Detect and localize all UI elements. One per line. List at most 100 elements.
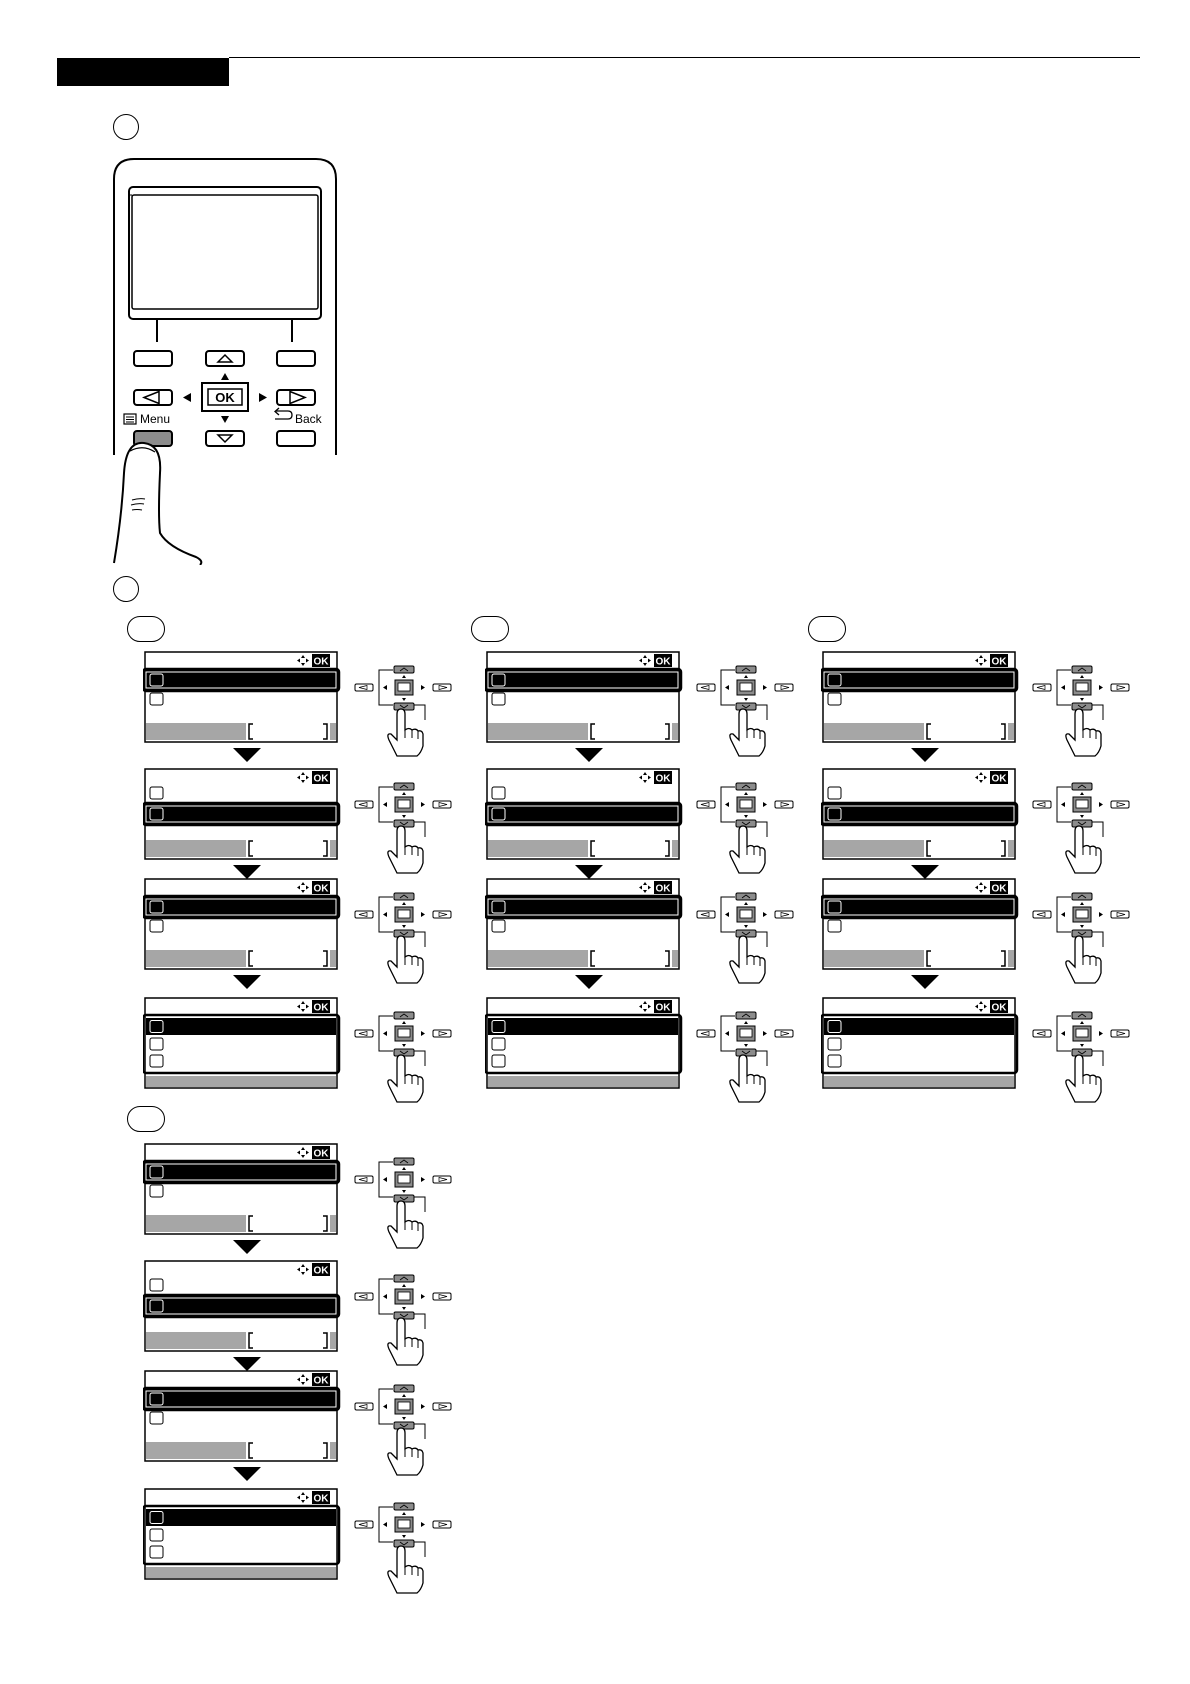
ok-badge: OK: [312, 881, 330, 895]
ok-key[interactable]: OK: [201, 382, 249, 412]
lcd-screen: OK: [143, 997, 341, 1089]
pointing-hand-icon: [387, 1317, 424, 1366]
keypad-diagram: [696, 1011, 794, 1103]
triangle-down-icon: [233, 975, 261, 989]
triangle-down-icon: [911, 865, 939, 879]
lcd-screen: OK: [143, 651, 341, 743]
pointing-hand-icon: [729, 708, 766, 757]
back-arrow-icon: [274, 407, 293, 420]
ok-badge: OK: [312, 1373, 330, 1387]
ok-badge-label: OK: [656, 774, 672, 785]
operation-panel: OK Menu Back: [113, 158, 337, 565]
triangle-down-icon: [233, 748, 261, 762]
keypad-diagram: [354, 1157, 452, 1249]
pointing-hand-icon: [387, 1545, 424, 1594]
pointing-hand-icon: [729, 1054, 766, 1103]
down-key[interactable]: [205, 430, 245, 447]
lcd-screen: OK: [485, 878, 683, 970]
four-way-arrows-icon: [297, 1001, 309, 1012]
lcd-screen: OK: [821, 768, 1019, 860]
keypad-diagram: [354, 665, 452, 757]
four-way-arrows-icon: [975, 772, 987, 783]
ok-badge-label: OK: [314, 1376, 330, 1387]
pointing-hand-icon: [387, 1427, 424, 1476]
triangle-down-icon: [233, 1357, 261, 1371]
keypad-diagram: [1032, 665, 1130, 757]
left-soft-key[interactable]: [133, 350, 173, 367]
pointing-hand-icon: [387, 935, 424, 984]
keypad-diagram: [1032, 892, 1130, 984]
pointing-hand-icon: [729, 935, 766, 984]
ok-badge-label: OK: [314, 884, 330, 895]
ok-badge-label: OK: [992, 884, 1008, 895]
keypad-diagram: [354, 892, 452, 984]
keypad-diagram: [354, 1274, 452, 1366]
menu-list-icon: [123, 413, 137, 425]
pointing-hand-icon: [1065, 935, 1102, 984]
lcd-screen: OK: [143, 1370, 341, 1462]
keypad-diagram: [354, 1502, 452, 1594]
section-header-bar: [57, 58, 229, 86]
keypad-diagram: [354, 1384, 452, 1476]
pointing-hand-icon: [1065, 1054, 1102, 1103]
ok-badge: OK: [312, 1146, 330, 1160]
lcd-screen: OK: [143, 878, 341, 970]
four-way-arrows-icon: [297, 1147, 309, 1158]
ok-badge: OK: [312, 654, 330, 668]
triangle-down-icon: [575, 975, 603, 989]
lcd-screen: OK: [143, 768, 341, 860]
ok-badge-label: OK: [656, 884, 672, 895]
ok-key-label: OK: [215, 390, 235, 405]
lcd-screen: OK: [485, 768, 683, 860]
ok-badge: OK: [990, 1000, 1008, 1014]
ok-badge: OK: [312, 1491, 330, 1505]
pointing-hand-icon: [387, 825, 424, 874]
four-way-arrows-icon: [297, 882, 309, 893]
lcd-screen: OK: [485, 997, 683, 1089]
pointing-hand-icon: [387, 1054, 424, 1103]
lcd-screen: OK: [143, 1143, 341, 1235]
ok-badge-label: OK: [314, 1149, 330, 1160]
keypad-diagram: [696, 892, 794, 984]
keypad-diagram: [696, 665, 794, 757]
back-key-label: Back: [295, 412, 323, 426]
four-way-arrows-icon: [297, 1374, 309, 1385]
ok-badge: OK: [990, 771, 1008, 785]
pointing-hand-icon: [1065, 708, 1102, 757]
substep-marker-c: [808, 616, 846, 642]
ok-badge-label: OK: [992, 657, 1008, 668]
four-way-arrows-icon: [975, 882, 987, 893]
ok-badge: OK: [654, 654, 672, 668]
keypad-diagram: [1032, 782, 1130, 874]
pointing-hand-icon: [729, 825, 766, 874]
lcd-screen: OK: [485, 651, 683, 743]
ok-badge: OK: [654, 771, 672, 785]
ok-badge: OK: [654, 1000, 672, 1014]
triangle-down-icon: [233, 865, 261, 879]
ok-badge-label: OK: [314, 1266, 330, 1277]
substep-marker-d: [127, 1106, 165, 1132]
right-key[interactable]: [276, 389, 316, 406]
lcd-screen: OK: [821, 878, 1019, 970]
menu-key-label: Menu: [140, 412, 170, 426]
keypad-diagram: [354, 782, 452, 874]
four-way-arrows-icon: [297, 655, 309, 666]
triangle-down-icon: [233, 1467, 261, 1481]
right-soft-key[interactable]: [276, 350, 316, 367]
lcd-screen: OK: [821, 651, 1019, 743]
lcd-screen: OK: [143, 1488, 341, 1580]
left-key[interactable]: [133, 389, 173, 406]
ok-badge-label: OK: [656, 1003, 672, 1014]
triangle-down-icon: [575, 865, 603, 879]
ok-badge-label: OK: [992, 774, 1008, 785]
ok-badge-label: OK: [656, 657, 672, 668]
back-key[interactable]: [276, 430, 316, 447]
four-way-arrows-icon: [975, 655, 987, 666]
up-key[interactable]: [205, 350, 245, 367]
triangle-down-icon: [911, 748, 939, 762]
four-way-arrows-icon: [975, 1001, 987, 1012]
ok-badge-label: OK: [314, 1003, 330, 1014]
finger-illustration: [113, 441, 203, 565]
ok-badge-label: OK: [992, 1003, 1008, 1014]
substep-marker-a: [127, 616, 165, 642]
